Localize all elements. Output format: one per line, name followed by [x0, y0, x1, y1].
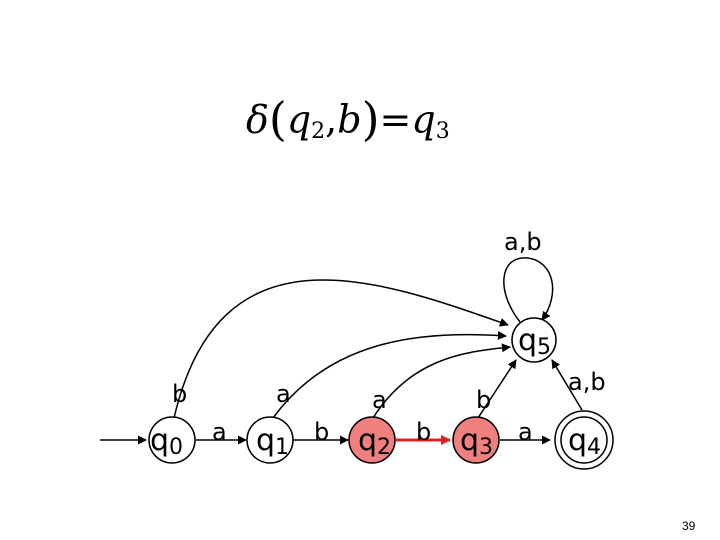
svg-text:q4: q4 [568, 423, 601, 460]
edge-label-q2-q5: a [372, 386, 387, 414]
svg-text:q5: q5 [518, 323, 551, 360]
edge-label-q3-q5: b [476, 386, 491, 414]
state-q5-base: q [518, 323, 537, 358]
state-q4: q4 [554, 410, 614, 470]
formula-equals: = [379, 97, 412, 142]
state-q4-base: q [568, 423, 587, 458]
edge-q0-q5 [173, 279, 509, 419]
edge-label-q5-loop: a,b [504, 228, 542, 256]
formula-state-sub: 2 [311, 118, 326, 144]
edge-label-q0-q5: b [172, 380, 187, 408]
edge-q2-q5 [372, 343, 511, 419]
edge-q3-q5 [477, 359, 517, 419]
state-q1-sub: 1 [275, 435, 289, 460]
svg-text:q0: q0 [150, 423, 183, 460]
formula-close-paren: ) [361, 92, 380, 146]
formula-comma: , [325, 97, 338, 142]
edge-q5-loop [503, 257, 554, 323]
state-q3: q3 [452, 416, 500, 464]
state-q0-sub: 0 [169, 435, 183, 460]
formula-state-base: q [286, 97, 312, 142]
state-q2-sub: 2 [377, 435, 391, 460]
edge-label-q2-q3: b [416, 418, 431, 446]
state-q0: q0 [148, 416, 196, 464]
state-q5-sub: 5 [537, 335, 551, 360]
edge-label-q0-q1: a [212, 418, 227, 446]
svg-text:q2: q2 [358, 423, 391, 460]
svg-text:q1: q1 [256, 423, 289, 460]
state-q2-base: q [358, 423, 377, 458]
state-q0-base: q [150, 423, 169, 458]
edge-label-q3-q4: a [518, 418, 533, 446]
edge-q1-q5 [272, 330, 507, 419]
edge-label-q1-q5: a [276, 380, 291, 408]
formula-symbol: b [337, 97, 362, 142]
formula-open-paren: ( [268, 92, 287, 146]
page-number: 39 [682, 519, 696, 533]
state-q1-base: q [256, 423, 275, 458]
formula-result-base: q [411, 97, 436, 142]
state-q2: q2 [348, 416, 396, 464]
state-q4-sub: 4 [587, 435, 601, 460]
transition-formula: δ(q2,b)=q3 [246, 96, 450, 143]
formula-result-sub: 3 [435, 118, 450, 144]
svg-text:q3: q3 [460, 423, 493, 460]
state-q3-base: q [460, 423, 479, 458]
state-q3-sub: 3 [479, 435, 493, 460]
delta-symbol: δ [246, 97, 269, 142]
state-q1: q1 [246, 416, 294, 464]
edge-label-q4-q5: a,b [568, 368, 606, 396]
edge-label-q1-q2: b [314, 418, 329, 446]
edge-q4-q5 [551, 359, 583, 411]
state-q5: q5 [511, 317, 557, 363]
